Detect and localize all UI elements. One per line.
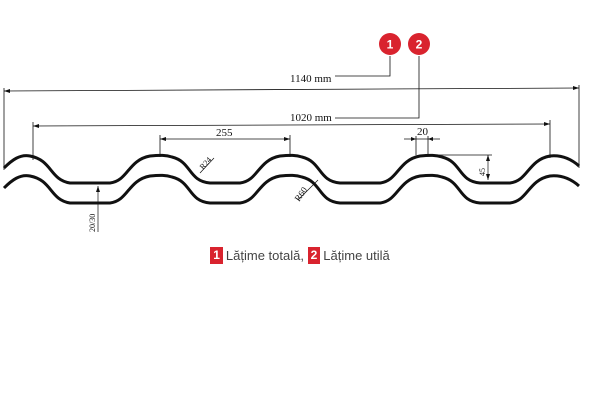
crest-dimension: 20 — [404, 126, 440, 155]
legend-label-total-width: Lățime totală, — [225, 248, 304, 264]
total-width-dimension: 1140 mm — [3, 73, 580, 170]
badge-1-label: 1 — [387, 38, 394, 52]
radius-small-label: R24 — [198, 155, 214, 171]
badge-2: 2 — [408, 33, 430, 55]
leader-line-2 — [335, 56, 420, 119]
useful-width-dimension: 1020 mm — [32, 112, 551, 160]
useful-width-label: 1020 mm — [290, 112, 332, 124]
legend-badge-1: 1 — [210, 247, 223, 264]
badge-2-label: 2 — [416, 38, 423, 52]
profile-upper-line — [2, 153, 580, 185]
pitch-dimension: 255 — [159, 127, 291, 157]
pitch-label: 255 — [216, 127, 233, 139]
thickness-annotation: 20/30 — [88, 186, 100, 232]
crest-label: 20 — [417, 126, 429, 138]
total-width-label: 1140 mm — [290, 73, 332, 85]
legend-label-useful-width: Lățime utilă — [323, 248, 390, 264]
thickness-label: 20/30 — [88, 214, 97, 232]
badge-1: 1 — [379, 33, 401, 55]
radius-small-annotation: R24 — [198, 155, 215, 174]
profile-lower-line — [2, 173, 580, 205]
leader-line-1 — [335, 56, 391, 77]
height-label: 45 — [478, 168, 487, 176]
legend-badge-2: 2 — [307, 247, 321, 264]
radius-large-label: R60 — [292, 185, 309, 203]
height-dimension: 45 — [432, 154, 492, 180]
